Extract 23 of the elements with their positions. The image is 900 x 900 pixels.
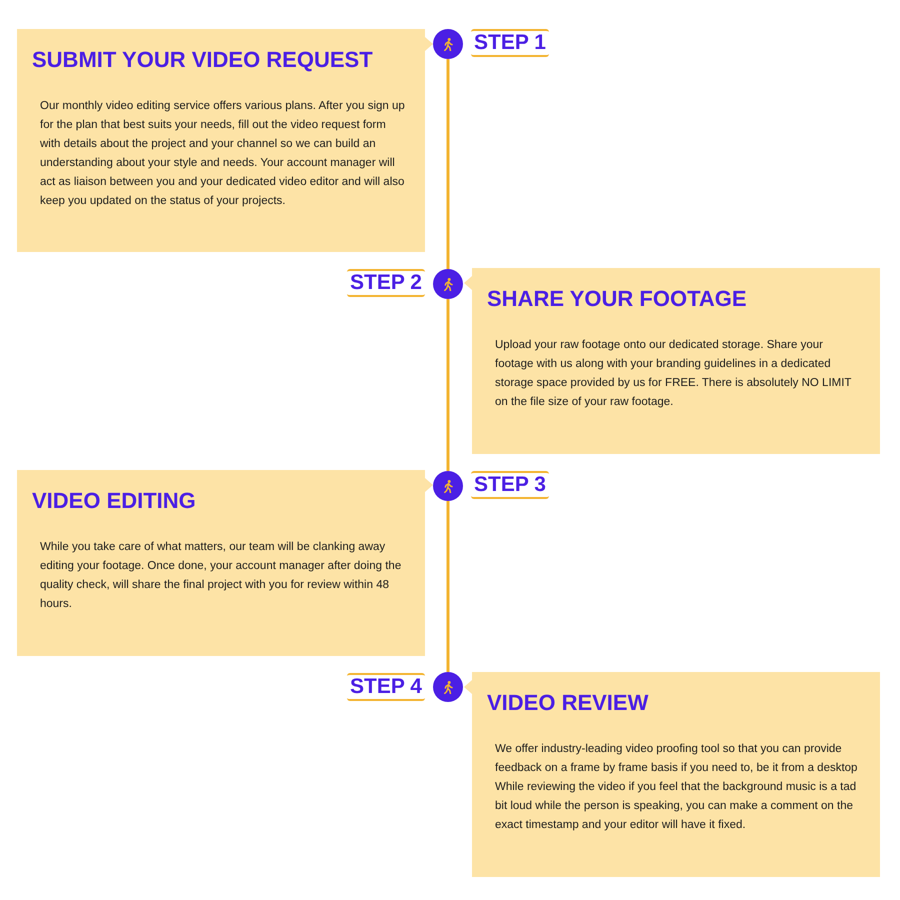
step-card (464, 268, 880, 454)
timeline-marker (433, 29, 463, 59)
step-card (464, 672, 880, 877)
step-card (17, 470, 433, 656)
timeline-marker (433, 471, 463, 501)
step-label: STEP 2 (347, 269, 425, 297)
timeline-line (446, 59, 450, 269)
step-label: STEP 3 (471, 471, 549, 499)
card-description: We offer industry-leading video proofing tool so that you can provide feedback on a frame by frame basis if you need to, be it from a desktop While reviewing the video if you feel that the background music is a tad bit loud while the person is speaking, you can make a comment on the exact timestamp and your editor will have it fixed. (495, 742, 858, 833)
timeline-line (446, 299, 450, 471)
step-label: STEP 1 (471, 29, 549, 57)
card-heading: SUBMIT YOUR VIDEO REQUEST (32, 47, 373, 73)
card-description: Upload your raw footage onto our dedicated storage. Share your footage with us along with your branding guidelines in a dedicated storage space provided by us for FREE. There is absolutely NO LIMIT on the file size of your raw footage. (495, 338, 852, 410)
card-heading: VIDEO REVIEW (487, 690, 648, 716)
card-heading: VIDEO EDITING (32, 488, 196, 514)
timeline-marker (433, 672, 463, 702)
step-label: STEP 4 (347, 673, 425, 701)
timeline-line (446, 501, 450, 672)
timeline-marker (433, 269, 463, 299)
card-heading: SHARE YOUR FOOTAGE (487, 286, 747, 312)
step-card (17, 29, 433, 252)
card-description: Our monthly video editing service offers various plans. After you sign up for the plan that best suits your needs, fill out the video request form with details about the project and your channel so we can build an understanding about your style and needs. Your account manager will act as liaison between you and your dedicated video editor and will also keep you updated on the status of your projects. (40, 99, 405, 209)
card-description: While you take care of what matters, our team will be clanking away editing your footage. Once done, your account manager after doing the quality check, will share the final project with you for review within 48 hours. (40, 540, 402, 612)
